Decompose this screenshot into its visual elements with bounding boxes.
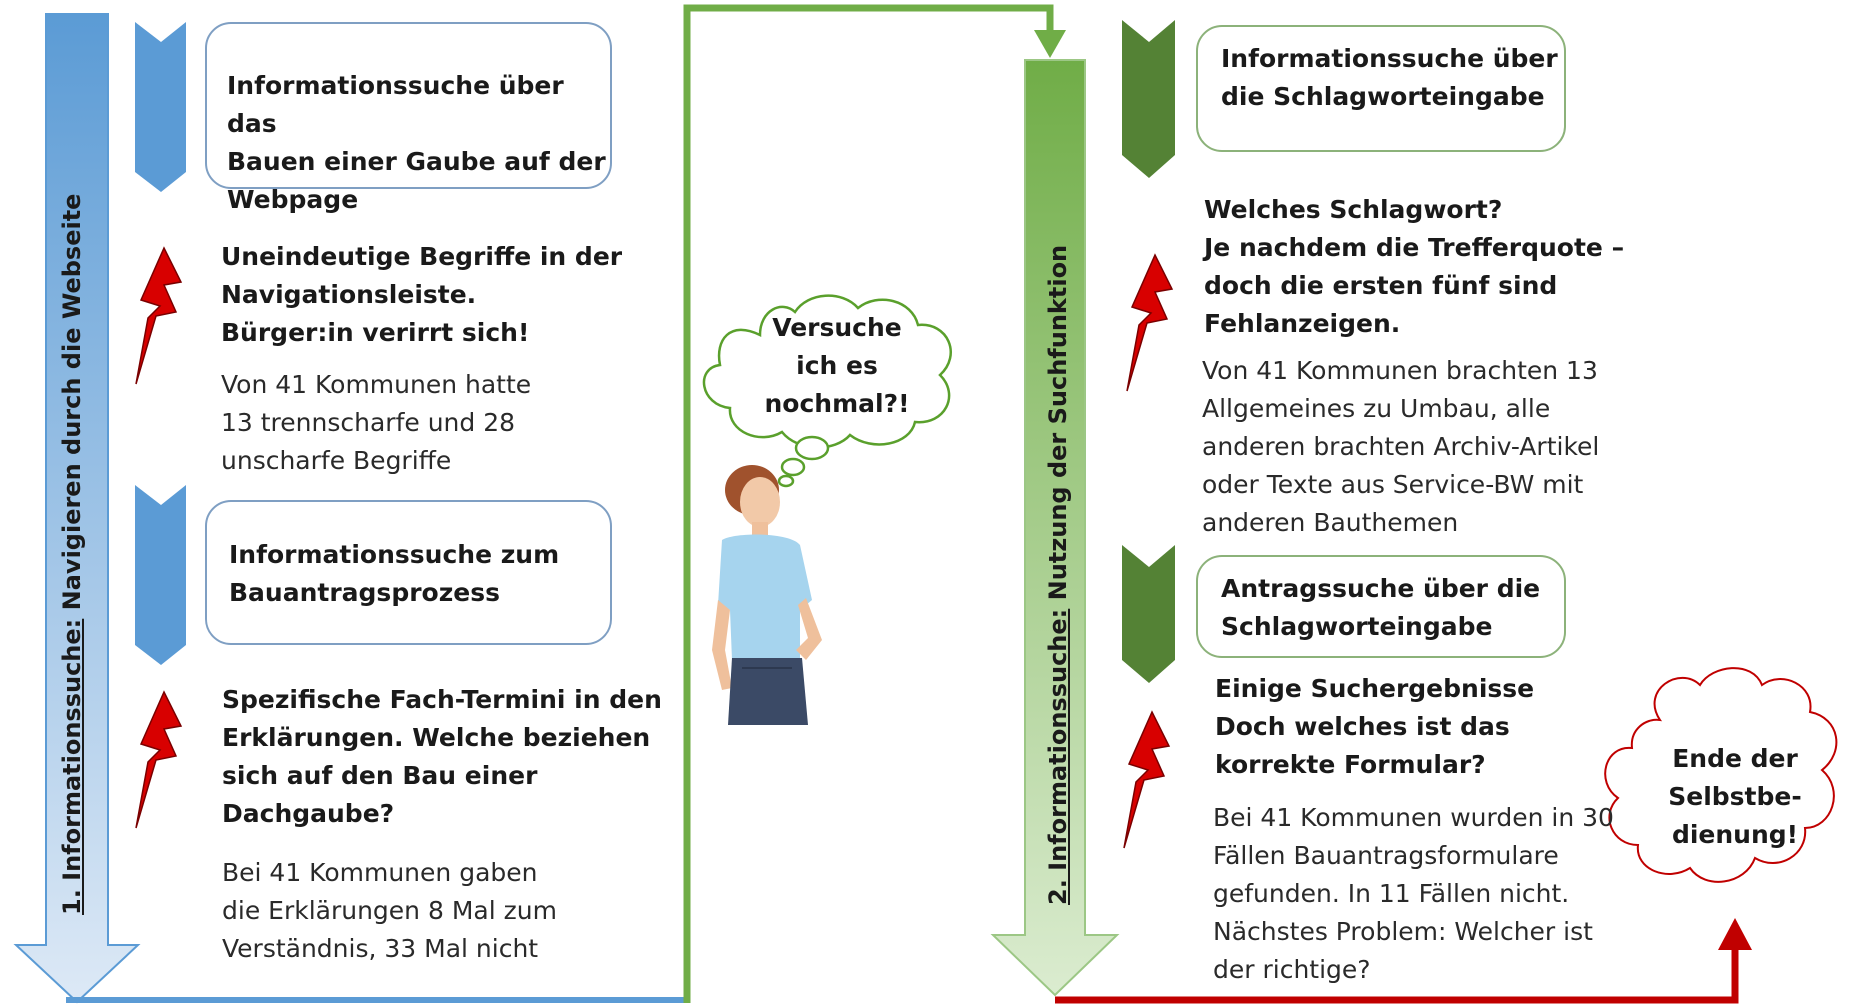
left-vertical-label-prefix: 1. Informationssuche: [58,618,86,915]
blue-chevron-1 [135,22,186,192]
right-stat-1: Von 41 Kommunen brachten 13 Allgemeines … [1202,356,1600,537]
right-process-arrow [990,59,1120,997]
left-problem-2: Spezifische Fach-Termini in den Erklärun… [222,685,662,828]
end-cloud [1604,667,1838,883]
right-vertical-label-prefix: 2. Informationssuche: [1044,608,1072,905]
right-step-box-1: Informationssuche über die Schlagwortein… [1196,25,1566,152]
left-stat-2: Bei 41 Kommunen gaben die Erklärungen 8 … [222,858,557,963]
left-step-box-2: Informationssuche zum Bauantragsprozess [205,500,612,645]
left-step-box-1: Informationssuche über das Bauen einer G… [205,22,612,214]
red-connector-head [1718,918,1752,950]
right-problem-1: Welches Schlagwort? Je nachdem die Treff… [1204,195,1625,338]
right-vertical-label-rest: Nutzung der Suchfunktion [1044,244,1072,601]
right-vertical-label: 2. Informationssuche: Nutzung der Suchfu… [1044,245,1072,905]
right-stat-2: Bei 41 Kommunen wurden in 30 Fällen Baua… [1213,803,1614,984]
blue-chevron-2 [135,485,186,665]
lightning-icon [135,690,183,829]
lightning-icon [135,246,183,385]
thought-cloud-text: Versuche ich es nochmal?! [764,313,910,418]
left-vertical-label-rest: Navigieren durch die Webseite [58,193,86,611]
person-illustration [712,465,822,725]
green-chevron-1 [1122,20,1175,178]
end-cloud-text: Ende der Selbstbe- dienung! [1668,744,1802,849]
green-chevron-2 [1122,545,1175,683]
green-chevron-2-notch [1122,545,1175,567]
left-process-arrow [13,13,141,1004]
blue-chevron-2-notch [135,485,186,505]
lightning-icon [1126,253,1174,392]
green-connector-head [1034,30,1066,58]
right-problem-2: Einige Suchergebnisse Doch welches ist d… [1215,674,1535,779]
blue-chevron-1-notch [135,22,186,42]
left-stat-1: Von 41 Kommunen hatte 13 trennscharfe un… [221,370,532,475]
right-step-box-2: Antragssuche über die Schlagworteingabe [1196,555,1566,658]
lightning-icon [1123,710,1171,849]
green-connector [683,4,1054,1003]
thought-cloud [702,294,952,488]
red-connector [1055,942,1739,1004]
left-problem-1: Uneindeutige Begriffe in der Navigations… [221,242,623,347]
green-chevron-1-notch [1122,20,1175,42]
left-vertical-label: 1. Informationssuche: Navigieren durch d… [58,194,86,915]
